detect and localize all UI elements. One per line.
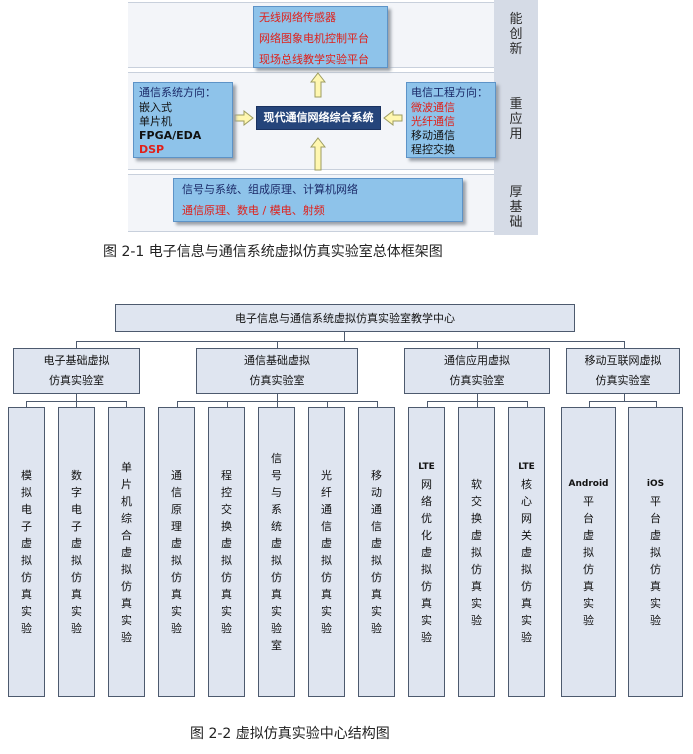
connector [26,401,27,407]
connector [227,401,228,407]
connector [377,401,378,407]
telecom-systems-box: 通信系统方向： 嵌入式 单片机 FPGA/EDA DSP [133,82,233,158]
connector [656,401,657,407]
leaf-label: 数字电子虚拟仿真实验 [71,469,82,635]
connector [76,394,77,401]
leaf-node: 软交换虚拟仿真实验 [458,407,495,697]
leaf-node: 模拟电子虚拟仿真实验 [8,407,45,697]
lab-subtitle: 仿真实验室 [449,374,505,387]
lab-node: 移动互联网虚拟 仿真实验室 [566,348,680,394]
leaf-label: 核心网关虚拟仿真实验 [521,477,532,644]
box-item: FPGA/EDA [139,129,202,142]
arrow-up-icon [310,137,326,171]
leaf-node: 信号与系统虚拟仿真实验室 [258,407,295,697]
box-item: 光纤通信 [411,115,455,128]
lab-subtitle: 仿真实验室 [595,374,651,387]
connector [589,401,657,402]
connector [477,401,478,407]
foundation-box: 信号与系统、组成原理、计算机网络 通信原理、数电 / 模电、射频 [173,178,463,222]
connector [76,401,77,407]
connector [277,394,278,401]
box-title: 通信系统方向： [139,86,216,99]
connector [527,401,528,407]
box-item: 移动通信 [411,129,455,142]
leaf-node: iOS 平台虚拟仿真实验 [628,407,683,697]
connector [477,341,478,348]
box-title: 电信工程方向： [411,86,488,99]
lab-node: 通信应用虚拟 仿真实验室 [404,348,550,394]
leaf-label: 模拟电子虚拟仿真实验 [21,469,32,635]
lab-subtitle: 仿真实验室 [49,374,104,387]
lab-title: 电子基础虚拟 [43,354,110,367]
figure-caption: 图 2-1 电子信息与通信系统虚拟仿真实验室总体框架图 [103,244,443,260]
connector [277,341,278,348]
leaf-node: 通信原理虚拟仿真实验 [158,407,195,697]
connector [76,341,77,348]
innovation-item: 无线网络传感器 [259,11,336,24]
innovation-item: 网络图象电机控制平台 [259,32,369,45]
root-node: 电子信息与通信系统虚拟仿真实验室教学中心 [115,304,575,332]
figure-caption: 图 2-2 虚拟仿真实验中心结构图 [190,726,390,742]
leaf-label: 网络优化虚拟仿真实验 [421,477,432,644]
arrow-up-icon [310,72,326,98]
leaf-node: Android 平台虚拟仿真实验 [561,407,616,697]
connector [177,401,178,407]
leaf-node: 程控交换虚拟仿真实验 [208,407,245,697]
box-item: DSP [139,143,165,156]
innovation-item: 现场总线教学实验平台 [259,53,369,66]
side-label-application: 重应用 [509,97,523,142]
box-item: 单片机 [139,115,172,128]
lab-title: 通信应用虚拟 [444,354,510,367]
leaf-prefix: LTE [418,461,435,472]
leaf-label: 平台虚拟仿真实验 [583,494,594,627]
leaf-prefix: LTE [518,461,535,472]
lab-title: 移动互联网虚拟 [584,354,662,367]
central-system: 现代通信网络综合系统 [256,106,381,130]
leaf-node: LTE 核心网关虚拟仿真实验 [508,407,545,697]
leaf-node: LTE 网络优化虚拟仿真实验 [408,407,445,697]
side-column [494,0,538,235]
leaf-label: 移动通信虚拟仿真实验 [371,469,382,635]
leaf-prefix: Android [568,478,609,489]
connector [624,341,625,348]
connector [76,341,624,342]
leaf-label: 光纤通信虚拟仿真实验 [321,469,332,635]
lab-node: 通信基础虚拟 仿真实验室 [196,348,358,394]
telecom-engineering-box: 电信工程方向： 微波通信 光纤通信 移动通信 程控交换 [406,82,496,158]
lab-node: 电子基础虚拟 仿真实验室 [13,348,140,394]
connector [624,394,625,401]
arrow-right-icon [234,110,254,126]
side-label-innovation: 能创新 [509,12,523,57]
lab-subtitle: 仿真实验室 [249,374,305,387]
leaf-label: 软交换虚拟仿真实验 [471,477,482,627]
leaf-prefix: iOS [646,478,665,489]
arrow-left-icon [383,110,403,126]
foundation-line: 通信原理、数电 / 模电、射频 [182,204,325,217]
leaf-label: 平台虚拟仿真实验 [650,494,661,627]
leaf-label: 程控交换虚拟仿真实验 [221,469,232,635]
leaf-node: 单片机综合虚拟仿真实验 [108,407,145,697]
connector [427,401,428,407]
lab-title: 通信基础虚拟 [244,354,310,367]
connector [327,401,328,407]
side-label-foundation: 厚基础 [509,185,523,230]
innovation-box: 无线网络传感器 网络图象电机控制平台 现场总线教学实验平台 [253,6,388,68]
box-item: 程控交换 [411,143,455,156]
connector [277,401,278,407]
box-item: 嵌入式 [139,101,172,114]
connector [344,332,345,341]
leaf-node: 移动通信虚拟仿真实验 [358,407,395,697]
structure-diagram: 电子信息与通信系统虚拟仿真实验室教学中心 电子基础虚拟 仿真实验室 通信基础虚拟… [0,300,693,700]
box-item: 微波通信 [411,101,455,114]
foundation-line: 信号与系统、组成原理、计算机网络 [182,183,358,196]
connector [589,401,590,407]
leaf-label: 单片机综合虚拟仿真实验 [121,460,132,644]
connector [477,394,478,401]
leaf-node: 数字电子虚拟仿真实验 [58,407,95,697]
leaf-label: 通信原理虚拟仿真实验 [171,469,182,635]
leaf-label: 信号与系统虚拟仿真实验室 [271,452,282,652]
framework-diagram: 能创新 重应用 厚基础 无线网络传感器 网络图象电机控制平台 现场总线教学实验平… [128,0,538,235]
connector [126,401,127,407]
leaf-node: 光纤通信虚拟仿真实验 [308,407,345,697]
